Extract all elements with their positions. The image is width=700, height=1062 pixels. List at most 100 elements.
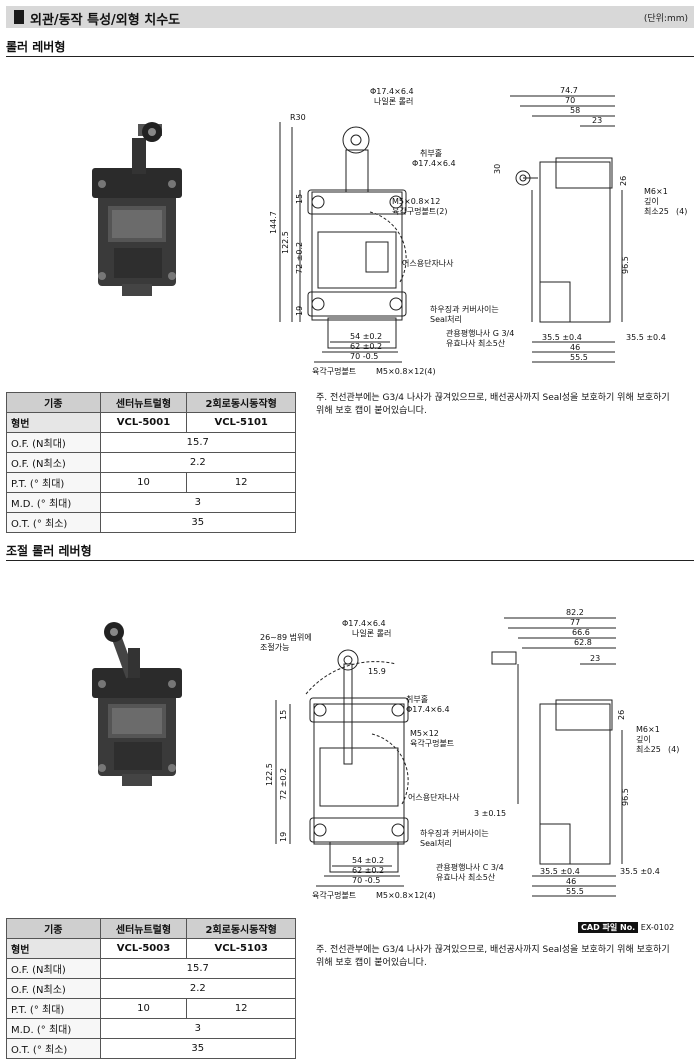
- label-m6-depth: 깊이: [636, 734, 651, 744]
- table-header: 2회로동시동작형: [186, 392, 296, 413]
- row-label: O.F. (N최소): [6, 978, 101, 999]
- dim-side-bottom-3: 55.5: [566, 887, 584, 896]
- dim-30: 30: [493, 164, 502, 174]
- dim-bottom-0: 54 ±0.2: [352, 856, 384, 865]
- note-text: 주. 전선관부에는 G3/4 나사가 끊겨있으므로, 배선공사까지 Seal성을…: [316, 945, 670, 968]
- label-hole-dim: Φ17.4×6.4: [406, 705, 450, 714]
- label-seal2: Seal처리: [430, 315, 462, 324]
- label-ground: 어스용단자나사: [408, 792, 460, 802]
- model-label: 형번: [6, 938, 101, 959]
- label-seal: 하우징과 커버사이는: [420, 828, 489, 838]
- label-bottom-bolt-dim: M5×0.8×12(4): [376, 891, 436, 900]
- label-radius: R30: [290, 113, 306, 122]
- row-label: M.D. (° 최대): [6, 1018, 101, 1039]
- dim-3: 3 ±0.15: [474, 809, 506, 818]
- dim-left-1: 122.5: [281, 231, 290, 254]
- row-value: 35: [99, 1038, 297, 1059]
- label-hole-dim: Φ17.4×6.4: [412, 159, 456, 168]
- model-cell: VCL-5001: [99, 412, 188, 433]
- label-roller-dim: Φ17.4×6.4: [342, 619, 386, 628]
- section-divider: [6, 560, 694, 561]
- table-header: 센터뉴트럴형: [99, 392, 188, 413]
- row-label: O.T. (° 최소): [6, 512, 101, 533]
- dim-26: 26: [617, 710, 626, 720]
- label-m6-min: 최소25: [636, 744, 661, 754]
- dim-26: 26: [619, 176, 628, 186]
- note-text: 주. 전선관부에는 G3/4 나사가 끊겨있으므로, 배선공사까지 Seal성을…: [316, 393, 670, 416]
- label-roller-name: 나일론 롤러: [374, 97, 413, 106]
- label-adjust: 26~89 범위에: [260, 632, 312, 642]
- dim-side-bottom-2: 46: [566, 877, 576, 886]
- dim-side-bottom-0: 35.5 ±0.4: [542, 333, 582, 342]
- switch-product-image: [92, 122, 182, 296]
- dim-side-bottom-1: 35.5 ±0.4: [626, 333, 666, 342]
- dim-left-2: 15: [279, 710, 288, 720]
- row-label: P.T. (° 최대): [6, 998, 101, 1019]
- row-value: 10: [99, 998, 188, 1019]
- row-label: O.T. (° 최소): [6, 1038, 101, 1059]
- label-bottom-bolt-dim: M5×0.8×12(4): [376, 367, 436, 376]
- label-conduit: 관용평행나사 C 3/4: [436, 862, 504, 872]
- dim-bottom-1: 62 ±0.2: [350, 342, 382, 351]
- label-m6: M6×1: [636, 725, 660, 734]
- dim-left-3: 19: [279, 832, 288, 842]
- label-bolt: M5×12: [410, 729, 439, 738]
- label-ground: 어스용단자나사: [402, 258, 454, 268]
- header-bar: 외관/동작 특성/외형 치수도 (단위:mm): [6, 6, 694, 28]
- row-value: 12: [186, 998, 296, 1019]
- label-adjust2: 조절가능: [260, 643, 289, 652]
- dim-top-3: 62.8: [574, 638, 592, 647]
- label-conduit2: 유효나사 최소5산: [446, 338, 506, 348]
- dim-left-2: 72 ±0.2: [295, 242, 304, 274]
- unit-label: (단위:mm): [643, 14, 688, 24]
- label-seal2: Seal처리: [420, 839, 452, 848]
- dim-bottom-2: 70 -0.5: [350, 352, 378, 361]
- spec-table-2: 기종 센터뉴트럴형 2회로동시동작형 형번 VCL-5003 VCL-5103 …: [6, 918, 297, 1059]
- row-value: 2.2: [99, 452, 297, 473]
- cad-label: CAD 파일 No.: [578, 922, 639, 933]
- section-title-roller-lever: 롤러 레버형: [6, 40, 66, 54]
- page-title: 외관/동작 특성/외형 치수도: [30, 13, 181, 28]
- dim-top-1: 70: [565, 96, 575, 105]
- label-m6-depth: 깊이: [644, 196, 659, 206]
- dimension-drawing-2: Φ17.4×6.4 나일론 롤러 26~89 범위에 조절가능 15.9 취부홀…: [260, 608, 679, 900]
- table-header: 센터뉴트럴형: [99, 918, 188, 939]
- model-cell: VCL-5103: [186, 938, 296, 959]
- row-value: 15.7: [99, 958, 297, 979]
- spec-table-1: 기종 센터뉴트럴형 2회로동시동작형 형번 VCL-5001 VCL-5101 …: [6, 392, 297, 533]
- table-header: 2회로동시동작형: [186, 918, 296, 939]
- label-conduit2: 유효나사 최소5산: [436, 872, 496, 882]
- label-m6-count: (4): [676, 207, 687, 216]
- label-m6-min: 최소25: [644, 206, 669, 216]
- switch-product-image: [92, 622, 182, 786]
- row-label: O.F. (N최소): [6, 452, 101, 473]
- label-seal: 하우징과 커버사이는: [430, 304, 499, 314]
- label-bolt: M5×0.8×12: [392, 197, 440, 206]
- header-marker: [14, 10, 24, 24]
- label-conduit: 관용평행나사 G 3/4: [446, 328, 514, 338]
- row-value: 3: [99, 492, 297, 513]
- dimension-drawing-1: Φ17.4×6.4 나일론 롤러 R30 취부홀 Φ17.4×6.4 M5×0.…: [270, 86, 687, 376]
- model-label: 형번: [6, 412, 101, 433]
- dim-96: 96.5: [621, 788, 630, 806]
- label-bottom-bolt: 육각구멍볼트: [312, 890, 356, 900]
- row-label: P.T. (° 최대): [6, 472, 101, 493]
- row-value: 12: [186, 472, 296, 493]
- dim-top-0: 82.2: [566, 608, 584, 617]
- dim-bottom-1: 62 ±0.2: [352, 866, 384, 875]
- dim-side-bottom-2: 46: [570, 343, 580, 352]
- dim-96: 96.5: [621, 256, 630, 274]
- dim-left-4: 19: [295, 306, 304, 316]
- dim-left-0: 122.5: [265, 763, 274, 786]
- label-hole: 취부홀: [420, 148, 442, 158]
- row-label: O.F. (N최대): [6, 958, 101, 979]
- label-roller-name: 나일론 롤러: [352, 629, 391, 638]
- label-bottom-bolt: 육각구멍볼트: [312, 366, 356, 376]
- dim-top-4: 23: [590, 654, 600, 663]
- label-bolt-name: 육각구멍볼트: [410, 738, 454, 748]
- dim-top-3: 23: [592, 116, 602, 125]
- model-cell: VCL-5003: [99, 938, 188, 959]
- model-cell: VCL-5101: [186, 412, 296, 433]
- row-value: 2.2: [99, 978, 297, 999]
- label-bolt-name: 육각구멍볼트(2): [392, 206, 448, 216]
